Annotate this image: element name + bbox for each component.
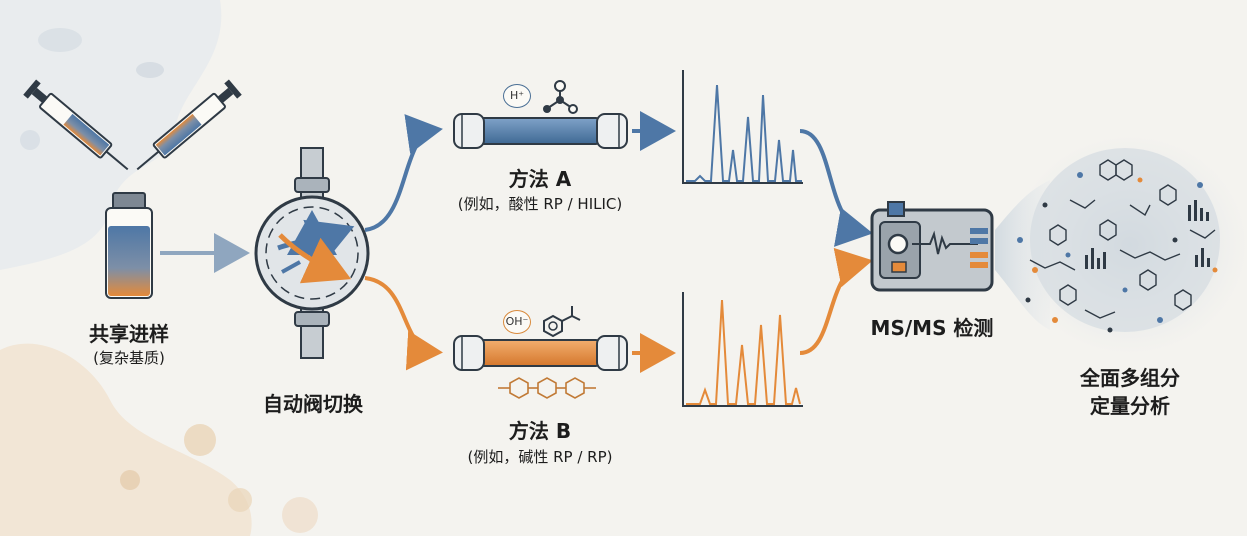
vial-icon (105, 192, 153, 299)
step-result-line2: 定量分析 (1090, 394, 1170, 418)
flow-arrow-method-a (364, 114, 443, 232)
flow-arrow-to-ms-b (799, 247, 873, 355)
step-detector-title: MS/MS 检测 (870, 316, 994, 340)
valve-icon (254, 147, 370, 359)
step-method-b-subtitle: (例如，碱性 RP / RP) (467, 448, 613, 466)
molecule-icon (543, 80, 578, 114)
flow-arrow-to-ms-a (799, 129, 873, 247)
mass-spectrometer-icon (870, 201, 994, 292)
step-injection-title: 共享进样 (89, 322, 169, 346)
step-method-b-title: 方法 B (508, 419, 572, 443)
ion-badge-oh-minus: OH⁻ (503, 310, 531, 334)
benzene-icon (543, 306, 581, 338)
background-cells (0, 0, 318, 536)
chromatogram-icon (682, 70, 803, 184)
step-result-line1: 全面多组分 (1080, 366, 1180, 390)
column-icon (453, 335, 628, 371)
step-method-a-title: 方法 A (508, 167, 572, 191)
ion-badge-h-plus: H⁺ (503, 84, 531, 108)
stationary-phase-icon (498, 377, 596, 399)
syringe-icon (23, 79, 129, 171)
step-valve-title: 自动阀切换 (263, 392, 363, 416)
syringe-icon (136, 79, 242, 171)
chromatogram-icon (682, 292, 803, 407)
column-icon (453, 113, 628, 149)
flow-arrow-method-b (364, 276, 443, 371)
step-method-a-subtitle: (例如，酸性 RP / HILIC) (457, 195, 623, 213)
molecule-cloud-icon (995, 135, 1247, 355)
step-injection-subtitle: (复杂基质) (93, 349, 165, 367)
